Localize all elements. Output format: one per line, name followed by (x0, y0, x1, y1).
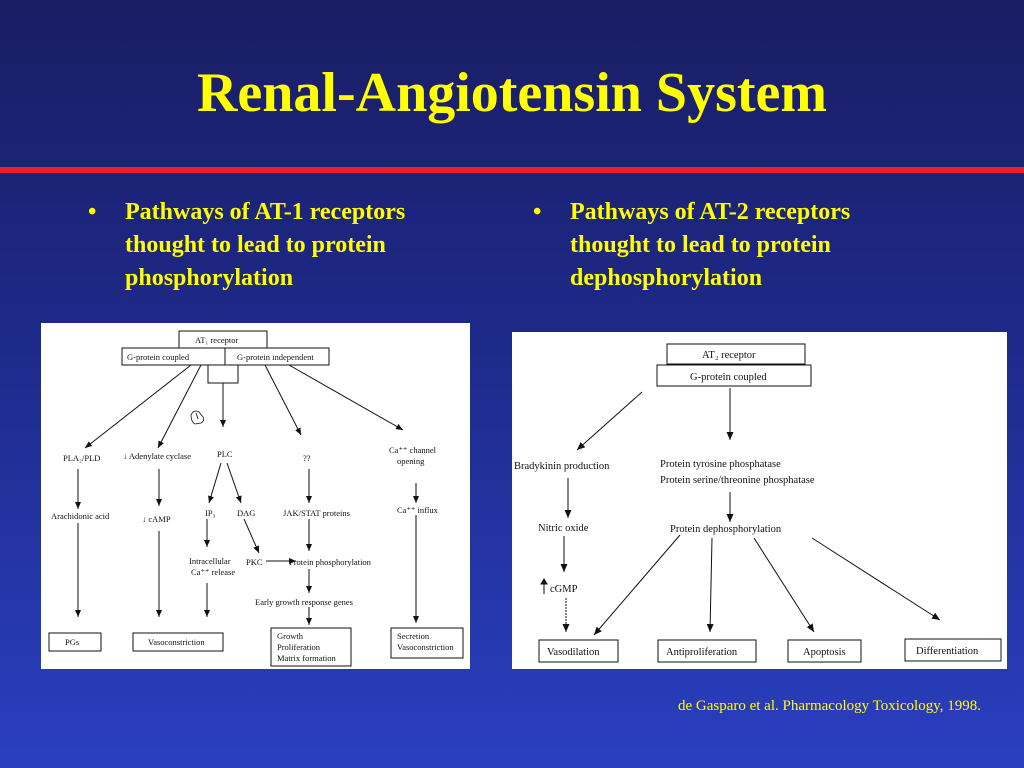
at1-adenylate-label: ↓ Adenylate cyclase (123, 451, 191, 461)
at2-antiproliferation-box (657, 639, 757, 663)
at1-pgs-box (48, 632, 102, 652)
at1-vasoconstriction-box (132, 632, 224, 652)
at2-cgmp-label: cGMP (550, 584, 578, 595)
at1-junction-box (207, 364, 239, 384)
at1-jak-label: JAK/STAT proteins (283, 508, 350, 518)
at2-ptp-label: Protein tyrosine phosphatase (660, 459, 781, 470)
at2-receptor-label: AT₂ receptor (702, 350, 756, 361)
slide-title: Renal-Angiotensin System (196, 62, 828, 124)
at1-pkc-label: PKC (246, 557, 263, 567)
at1-camp-label: ↓ cAMP (142, 514, 171, 524)
at1-ca-release-label: Ca⁺⁺ release (191, 567, 235, 577)
at2-diagram-svg: AT₂ receptor G-protein coupled Bradykini… (514, 343, 1002, 663)
at1-pgs-label: PGs (65, 637, 79, 647)
at2-bradykinin-label: Bradykinin production (514, 461, 610, 472)
at2-pstp-label: Protein serine/threonine phosphatase (660, 475, 815, 486)
at2-differentiation-label: Differentiation (916, 646, 979, 657)
at1-matrix-label: Matrix formation (277, 653, 337, 663)
up-arrow-icon (540, 578, 548, 594)
at2-vasodilation-label: Vasodilation (547, 647, 600, 658)
bullet-at1-text: Pathways of AT-1 receptors thought to le… (125, 199, 406, 291)
at1-growth-label: Growth (277, 631, 304, 641)
at1-ca-channel-label: Ca⁺⁺ channel (389, 445, 437, 455)
at1-vasoconstriction2-label: Vasoconstriction (397, 642, 454, 652)
bullet-marker: • (88, 199, 97, 225)
at2-nitric-oxide-label: Nitric oxide (538, 523, 589, 534)
at1-intracellular-label: Intracellular (189, 556, 231, 566)
at1-diagram-svg: AT₁ receptor G-protein coupled G-protein… (48, 330, 464, 667)
at1-ca-influx-label: Ca⁺⁺ influx (397, 505, 439, 515)
at2-differentiation-box (904, 638, 1002, 662)
at1-ip3-label: IP₃ (205, 508, 216, 518)
citation: de Gasparo et al. Pharmacology Toxicolog… (677, 698, 981, 714)
at1-gprotein-coupled-label: G-protein coupled (127, 352, 190, 362)
at2-apoptosis-label: Apoptosis (803, 647, 846, 658)
at2-apoptosis-box (787, 639, 862, 663)
bullet-marker: • (533, 199, 542, 225)
at2-antiproliferation-label: Antiproliferation (666, 647, 738, 658)
at2-pathway-diagram: AT₂ receptor G-protein coupled Bradykini… (512, 332, 1007, 669)
at1-secretion-box (390, 627, 464, 659)
at1-proliferation-label: Proliferation (277, 642, 321, 652)
at1-plc-label: PLC (217, 449, 233, 459)
at1-gprotein-independent-label: G-protein independent (237, 352, 314, 362)
at1-unknown-label: ?? (303, 453, 311, 463)
at1-pla-label: PLA₂/PLD (63, 453, 100, 463)
title-divider (0, 167, 1024, 173)
at2-vasodilation-box (538, 639, 619, 663)
at1-arachidonic-label: Arachidonic acid (51, 511, 110, 521)
at1-dag-label: DAG (237, 508, 255, 518)
at1-secretion-label: Secretion (397, 631, 430, 641)
at2-dephos-label: Protein dephosphorylation (670, 524, 782, 535)
at2-gprotein-box (656, 364, 812, 387)
at2-gprotein-label: G-protein coupled (690, 372, 767, 383)
at1-receptor-label: AT₁ receptor (195, 335, 238, 345)
at2-receptor-box (666, 343, 806, 365)
at1-protein-phos-label: Protein phosphorylation (289, 557, 372, 567)
at1-early-growth-label: Early growth response genes (255, 597, 353, 607)
hand-pointer-icon (190, 410, 205, 425)
at1-ca-opening-label: opening (397, 456, 425, 466)
at1-pathway-diagram: AT₁ receptor G-protein coupled G-protein… (41, 323, 470, 669)
bullet-at2-text: Pathways of AT-2 receptors thought to le… (570, 199, 851, 291)
at1-growth-box (270, 627, 352, 667)
at1-vasoconstriction-label: Vasoconstriction (148, 637, 205, 647)
